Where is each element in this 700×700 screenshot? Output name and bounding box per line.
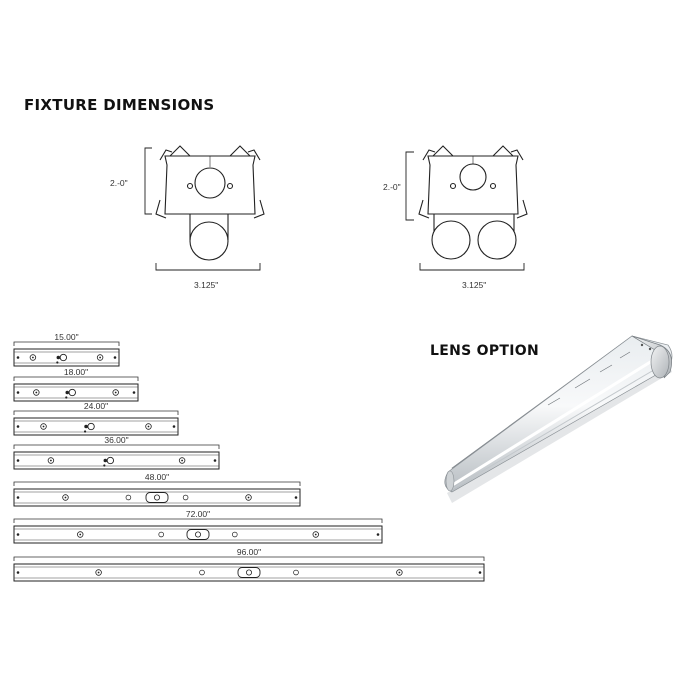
length-label: 96.00"	[237, 547, 261, 557]
aux-hole	[158, 531, 164, 538]
end-screw	[213, 459, 217, 462]
length-label: 24.00"	[84, 401, 108, 411]
end-screw	[16, 496, 20, 499]
center-knockout	[87, 422, 95, 431]
aux-hole	[232, 531, 238, 538]
mounting-hole-center	[64, 496, 67, 499]
center-dot	[56, 355, 61, 360]
length-bar-1: 15.00"	[13, 332, 120, 367]
mounting-hole-center	[32, 356, 34, 359]
center-knockout	[59, 353, 67, 362]
mounting-hole-center	[314, 533, 317, 536]
end-screw	[132, 391, 136, 394]
center-dot	[83, 430, 87, 433]
mounting-hole-center	[79, 533, 82, 536]
mounting-hole-center	[99, 356, 101, 359]
length-label: 18.00"	[64, 367, 88, 377]
bar-body	[13, 383, 139, 402]
dimension-line	[13, 376, 139, 381]
aux-hole	[293, 569, 299, 576]
mounting-hole-center	[181, 459, 184, 462]
lens-option-heading: LENS OPTION	[430, 343, 539, 359]
center-knockout	[68, 388, 76, 397]
bar-body	[13, 451, 220, 470]
end-view-1-width-label: 3.125"	[194, 280, 218, 290]
lens-fixture-image	[444, 335, 673, 503]
end-view-single	[144, 145, 265, 271]
length-bar-2: 18.00"	[13, 367, 139, 402]
aux-hole	[199, 569, 205, 576]
end-view-twin	[405, 145, 528, 271]
center-knockout	[194, 531, 201, 538]
length-bar-4: 36.00"	[13, 435, 220, 470]
aux-hole	[182, 494, 189, 501]
center-dot	[65, 396, 68, 399]
length-bar-7: 96.00"	[13, 547, 485, 582]
bar-body	[13, 417, 179, 436]
center-dot	[84, 424, 88, 429]
end-view-2-height-label: 2.-0"	[383, 182, 401, 192]
dimension-line	[13, 444, 220, 449]
center-dot	[65, 390, 70, 395]
end-screw	[16, 533, 20, 536]
dimension-line	[13, 410, 179, 415]
center-dot	[56, 361, 59, 364]
end-screw	[113, 356, 117, 359]
dimension-line	[13, 556, 485, 561]
mounting-hole-center	[35, 391, 38, 394]
end-screw	[16, 356, 20, 359]
length-bars: 15.00" 18.00" 24.00" 36.00" 48.00" 72.00" 96.0…	[13, 332, 485, 582]
end-screw	[294, 496, 298, 499]
length-bar-5: 48.00"	[13, 472, 301, 507]
end-screw	[16, 391, 20, 394]
end-screw	[376, 533, 380, 536]
end-screw	[16, 425, 20, 428]
center-knockout	[106, 456, 115, 465]
end-screw	[478, 571, 482, 574]
center-knockout	[245, 569, 252, 576]
end-view-1-height-label: 2.-0"	[110, 178, 128, 188]
length-label: 72.00"	[186, 509, 210, 519]
length-label: 36.00"	[104, 435, 128, 445]
dimension-line	[13, 341, 120, 346]
center-dot	[103, 458, 108, 463]
end-view-2-width-label: 3.125"	[462, 280, 486, 290]
mounting-hole-center	[50, 459, 52, 462]
mounting-hole-center	[398, 571, 401, 574]
end-screw	[16, 571, 20, 574]
mounting-hole-center	[97, 571, 100, 574]
mounting-hole-center	[247, 496, 250, 499]
mounting-hole-center	[42, 425, 45, 428]
dimension-line	[13, 481, 301, 486]
length-label: 15.00"	[54, 332, 78, 342]
length-bar-3: 24.00"	[13, 401, 179, 436]
length-label: 48.00"	[145, 472, 169, 482]
center-knockout	[153, 494, 160, 501]
mounting-hole-center	[114, 391, 117, 394]
end-screw	[16, 459, 20, 462]
dimension-line	[13, 518, 383, 523]
fixture-dimensions-heading: FIXTURE DIMENSIONS	[24, 96, 215, 114]
length-bar-6: 72.00"	[13, 509, 383, 544]
end-screw	[172, 425, 176, 428]
center-dot	[103, 464, 106, 467]
mounting-hole-center	[147, 425, 150, 428]
aux-hole	[125, 494, 132, 501]
